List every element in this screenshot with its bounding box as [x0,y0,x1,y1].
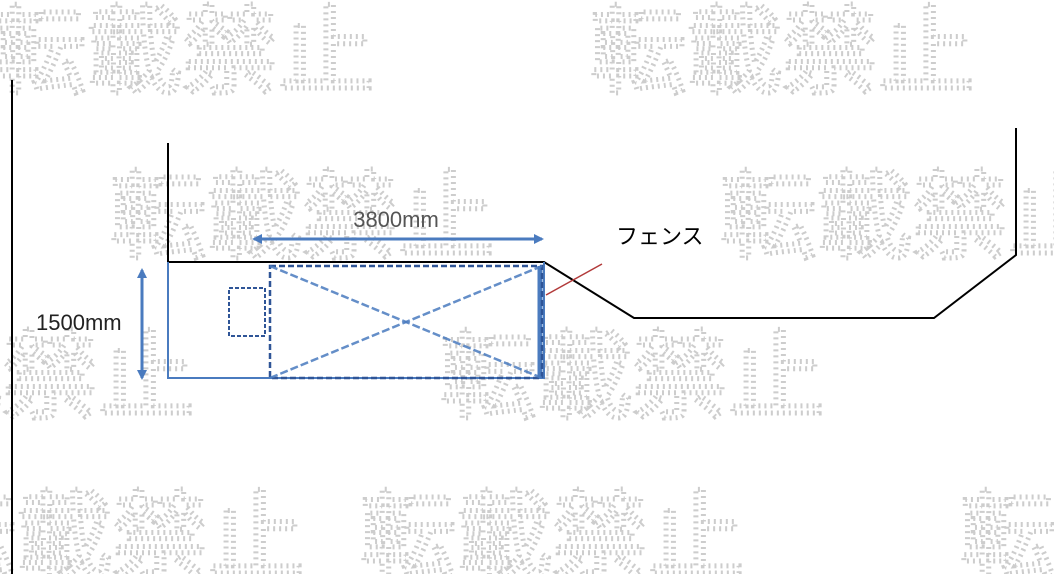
fence-label: フェンス [616,224,704,249]
fence-pointer-line [545,263,603,296]
small-dashed-box [228,287,266,337]
watermark-text: 転載禁止 [960,481,1054,574]
depth-dimension-label: 1500mm [36,310,122,335]
watermark-text: 転載禁止 [0,321,194,433]
vehicle-diagonal-2 [269,264,543,380]
watermark-text: 転載禁止 [0,481,304,574]
watermark-text: 転載禁止 [720,161,1054,273]
watermark-text: 転載禁止 [590,0,974,108]
watermark-text: 転載禁止 [360,481,744,574]
watermark-text: 転載禁止 [0,0,374,108]
watermark-text: 転載禁止 [110,161,494,273]
width-dimension-label: 3800mm [353,207,439,232]
vehicle-footprint-box [268,264,544,380]
